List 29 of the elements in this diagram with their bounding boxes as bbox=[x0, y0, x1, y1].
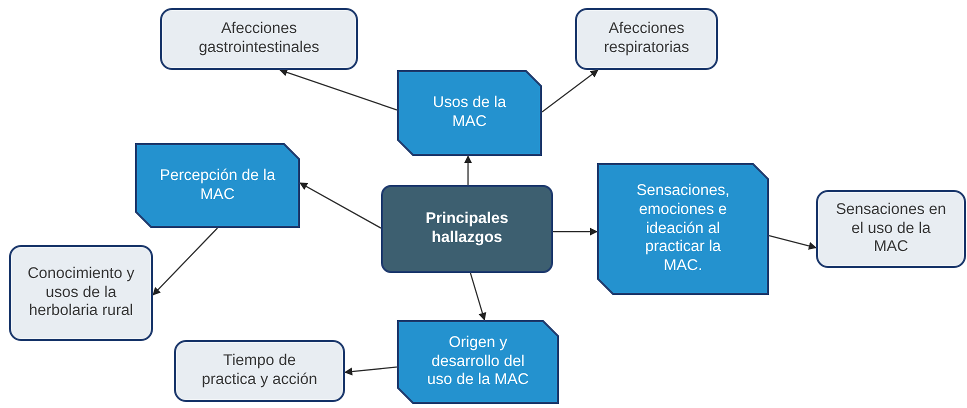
central-box bbox=[381, 185, 553, 273]
node-text: Percepción de la MAC bbox=[158, 166, 276, 204]
detail-box bbox=[174, 340, 345, 402]
topic-box bbox=[135, 143, 300, 228]
detail-box bbox=[9, 245, 153, 341]
topic-box bbox=[397, 320, 559, 404]
arrow bbox=[553, 228, 598, 236]
arrow bbox=[152, 228, 218, 296]
arrow bbox=[464, 155, 472, 185]
node-text: Afecciones gastrointestinales bbox=[198, 20, 320, 58]
node-text: Conocimiento y usos de la herbolaria rural bbox=[26, 264, 136, 322]
detail-box bbox=[816, 190, 966, 268]
arrow bbox=[279, 68, 398, 111]
arrow bbox=[542, 69, 599, 112]
node-text: Sensaciones en el uso de la MAC bbox=[834, 200, 948, 258]
arrow bbox=[768, 234, 817, 250]
detail-box bbox=[160, 8, 358, 70]
node-text: Sensaciones, emociones e ideación al practicar la MAC. bbox=[635, 182, 731, 276]
arrow bbox=[470, 272, 486, 321]
arrow bbox=[299, 182, 382, 229]
node-text: Tiempo de practica y acción bbox=[200, 352, 318, 390]
topic-box bbox=[397, 70, 542, 156]
topic-box bbox=[597, 163, 769, 295]
arrow bbox=[344, 366, 398, 376]
node-text: Principales hallazgos bbox=[424, 210, 510, 248]
node-text: Origen y desarrollo del uso de la MAC bbox=[426, 334, 530, 390]
detail-box bbox=[575, 8, 718, 70]
node-text: Afecciones respiratorias bbox=[602, 20, 690, 58]
node-text: Usos de la MAC bbox=[432, 94, 508, 132]
